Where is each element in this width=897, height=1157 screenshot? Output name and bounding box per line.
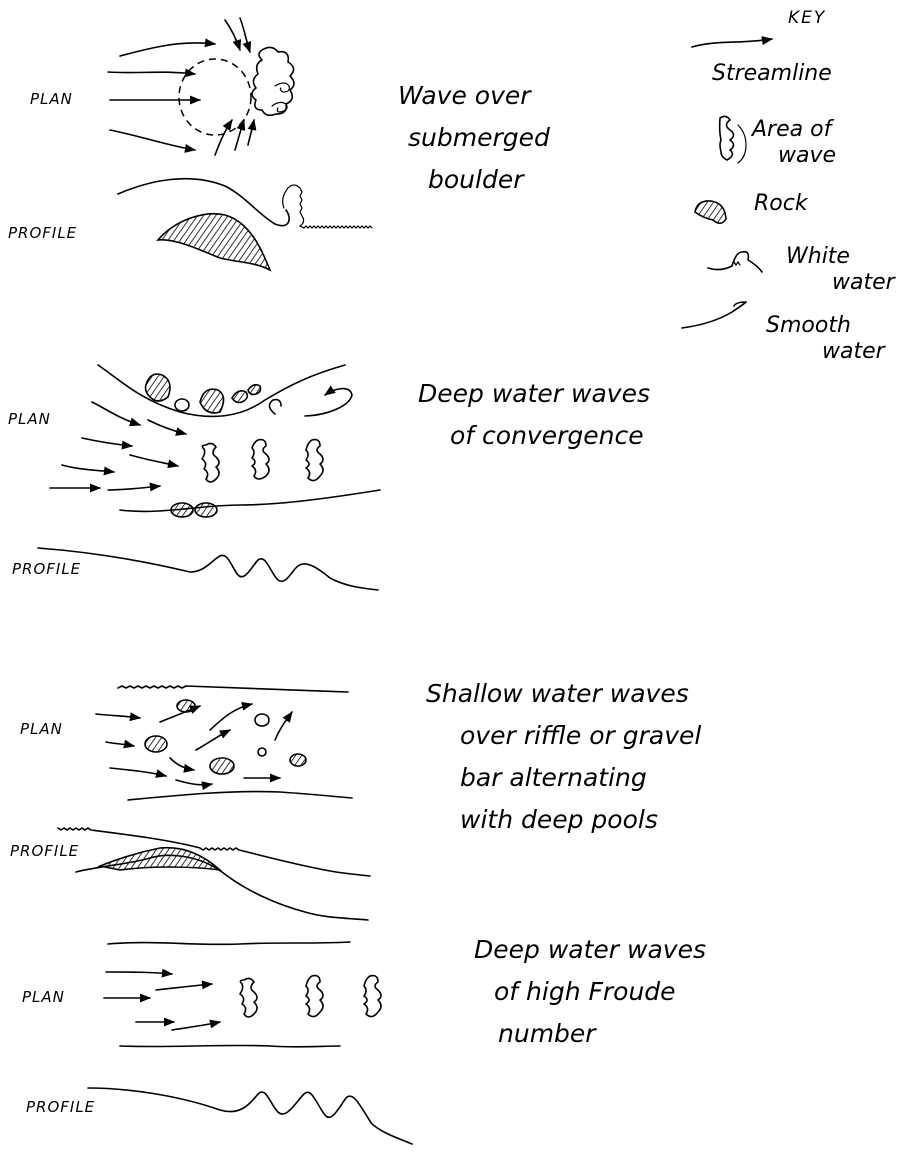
key-rock-label: Rock	[754, 191, 809, 216]
key-smooth-water-icon	[682, 302, 746, 328]
panel-2-rocks-upper	[146, 374, 261, 413]
panel-boulder-wave: PLAN Wave over submerged boulder PROFILE	[8, 18, 550, 270]
panel-2-caption-line-2: of convergence	[450, 421, 644, 450]
panel-4-lower-bank	[120, 1045, 340, 1046]
panel-1-eddy-icon-2	[272, 102, 287, 112]
panel-4-plan-label: PLAN	[22, 988, 65, 1006]
panel-4-caption-line-1: Deep water waves	[474, 935, 706, 964]
panel-3-caption-line-4: with deep pools	[460, 805, 658, 834]
panel-2-water-surface	[38, 548, 378, 590]
panel-2-profile-label: PROFILE	[12, 560, 81, 578]
panel-3-caption-line-3: bar alternating	[460, 763, 647, 792]
panel-2-streamlines	[50, 402, 186, 490]
key-streamline-label: Streamline	[712, 61, 832, 86]
panel-4-upper-bank	[108, 942, 350, 944]
key-area-label-1: Area of	[750, 117, 835, 142]
panel-2-rocks-lower	[171, 503, 217, 517]
panel-1-eddy-icon	[275, 83, 289, 92]
panel-1-caption-line-2: submerged	[408, 123, 550, 152]
key-smooth-water-label-1: Smooth	[766, 313, 851, 338]
panel-froude-waves: PLAN Deep water waves of high Froude num…	[22, 935, 706, 1144]
key-area-brace-icon	[738, 125, 746, 163]
panel-3-upper-bank	[118, 686, 348, 692]
key-smooth-water-label-2: water	[822, 339, 887, 364]
panel-4-profile-label: PROFILE	[26, 1098, 95, 1116]
panel-4-caption-line-2: of high Froude	[494, 977, 676, 1006]
panel-2-eddy-icon	[269, 400, 281, 414]
panel-1-caption-line-1: Wave over	[398, 81, 532, 110]
panel-3-gravel-rocks	[145, 700, 306, 774]
panel-1-plan-label: PLAN	[30, 90, 73, 108]
panel-3-profile-label: PROFILE	[10, 842, 79, 860]
panel-2-lower-bank	[120, 490, 380, 511]
panel-1-boulder-outline	[179, 59, 251, 135]
panel-convergence-waves: PLAN	[8, 365, 650, 590]
panel-3-lower-bank	[128, 792, 352, 800]
panel-2-wave-areas	[202, 440, 323, 482]
panel-1-profile-label: PROFILE	[8, 224, 77, 242]
key-white-water-label-2: water	[832, 270, 897, 295]
panel-3-plan-label: PLAN	[20, 720, 63, 738]
panel-4-wave-areas	[240, 976, 381, 1017]
key-rock-icon	[695, 201, 726, 223]
panel-shallow-waves: PLAN Shallow water waves over riffle or …	[10, 679, 701, 920]
key-white-water-icon	[708, 252, 762, 272]
key-legend: KEY Streamline Area of wave Rock White w…	[682, 8, 897, 364]
panel-4-streamlines	[104, 972, 220, 1030]
panel-3-caption-line-1: Shallow water waves	[426, 679, 689, 708]
panel-3-caption-line-2: over riffle or gravel	[460, 721, 701, 750]
panel-1-boulder-profile	[158, 214, 270, 270]
key-area-label-2: wave	[778, 143, 836, 168]
key-area-of-wave-icon	[720, 116, 734, 160]
panel-2-caption-line-1: Deep water waves	[418, 379, 650, 408]
panel-4-water-surface	[88, 1088, 412, 1144]
panel-4-caption-line-3: number	[498, 1019, 597, 1048]
panel-1-white-water	[283, 185, 372, 228]
panel-1-caption-line-3: boulder	[428, 165, 525, 194]
key-streamline-arrow-icon	[692, 39, 772, 47]
panel-3-gravel-bar-profile	[100, 848, 220, 870]
key-title: KEY	[788, 8, 826, 28]
key-white-water-label-1: White	[786, 244, 850, 269]
panel-2-return-flow-arrow	[305, 389, 352, 416]
panel-2-plan-label: PLAN	[8, 410, 51, 428]
